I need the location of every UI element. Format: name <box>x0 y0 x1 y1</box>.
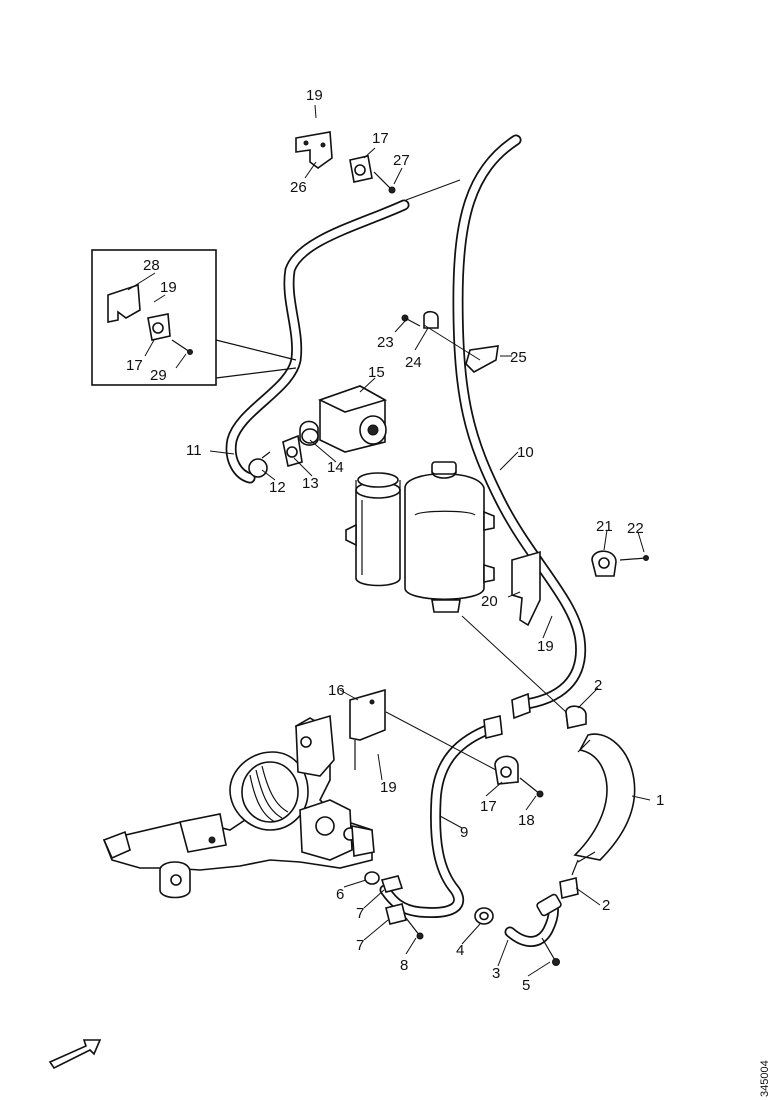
callout-26: 26 <box>290 179 307 196</box>
clamp-17-lower <box>494 755 519 785</box>
bracket-26-upper <box>295 131 333 169</box>
engine-block-assembly <box>102 714 375 899</box>
callout-27: 27 <box>393 152 410 169</box>
pipe-3-elbow <box>504 893 562 947</box>
callout-9: 9 <box>460 824 468 841</box>
callout-23: 23 <box>377 334 394 351</box>
clamp-7-upper <box>380 875 404 893</box>
callout-8: 8 <box>400 957 408 974</box>
callout-17: 17 <box>126 357 143 374</box>
bolt-18 <box>519 777 544 798</box>
hose-1 <box>571 733 636 876</box>
front-direction-arrow-icon <box>48 1039 102 1070</box>
callout-29: 29 <box>150 367 167 384</box>
callout-5: 5 <box>522 977 530 994</box>
clamp-7-lower <box>385 903 407 925</box>
callout-13: 13 <box>302 475 319 492</box>
callout-19: 19 <box>306 87 323 104</box>
callout-12: 12 <box>269 479 286 496</box>
fitting-12 <box>248 451 271 478</box>
seal-4 <box>474 907 494 925</box>
fitting-6 <box>364 871 380 885</box>
callout-16: 16 <box>328 682 345 699</box>
callout-2: 2 <box>594 677 602 694</box>
clamp-21 <box>591 550 617 577</box>
callout-7: 7 <box>356 937 364 954</box>
pipe-9-lower-line <box>379 722 498 919</box>
pipe-11-upper-line <box>225 199 410 484</box>
seal-2-lower <box>559 877 579 899</box>
bolt-22 <box>619 555 649 561</box>
bracket-25 <box>465 345 499 373</box>
callout-labels: 19 17 27 26 28 19 17 29 15 23 24 25 11 1… <box>126 87 664 994</box>
hydraulic-tank <box>404 461 495 613</box>
callout-24: 24 <box>405 354 422 371</box>
inset-detail-box <box>91 249 297 386</box>
callout-14: 14 <box>327 459 344 476</box>
callout-25: 25 <box>510 349 527 366</box>
clamp-24 <box>423 310 439 329</box>
leader-lines <box>127 104 651 977</box>
callout-17: 17 <box>372 130 389 147</box>
callout-19: 19 <box>537 638 554 655</box>
bolt-23 <box>401 314 421 327</box>
callout-6: 6 <box>336 886 344 903</box>
callout-28: 28 <box>143 257 160 274</box>
callout-10: 10 <box>517 444 534 461</box>
callout-20: 20 <box>481 593 498 610</box>
seal-2-upper <box>565 705 587 729</box>
hydraulic-pump-15 <box>299 385 388 453</box>
callout-21: 21 <box>596 518 613 535</box>
bolt-5 <box>541 937 560 966</box>
bolt-27-upper <box>373 171 396 194</box>
callout-18: 18 <box>518 812 535 829</box>
pipe-10-long-pressure-line <box>452 134 587 711</box>
callout-4: 4 <box>456 942 464 959</box>
callout-19: 19 <box>160 279 177 296</box>
callout-2: 2 <box>602 897 610 914</box>
callout-3: 3 <box>492 965 500 982</box>
callout-17: 17 <box>480 798 497 815</box>
callout-15: 15 <box>368 364 385 381</box>
callout-7: 7 <box>356 905 364 922</box>
clamp-17-upper <box>349 155 373 183</box>
callout-22: 22 <box>627 520 644 537</box>
bracket-16 <box>349 688 386 770</box>
figure-reference-code: 345004 <box>759 1060 771 1097</box>
filter-canister <box>345 472 401 587</box>
callout-11: 11 <box>186 442 202 459</box>
gasket-13-14 <box>282 434 303 468</box>
bracket-20 <box>511 550 541 627</box>
callout-19: 19 <box>380 779 397 796</box>
callout-1: 1 <box>656 792 664 809</box>
bolt-8 <box>405 917 424 940</box>
